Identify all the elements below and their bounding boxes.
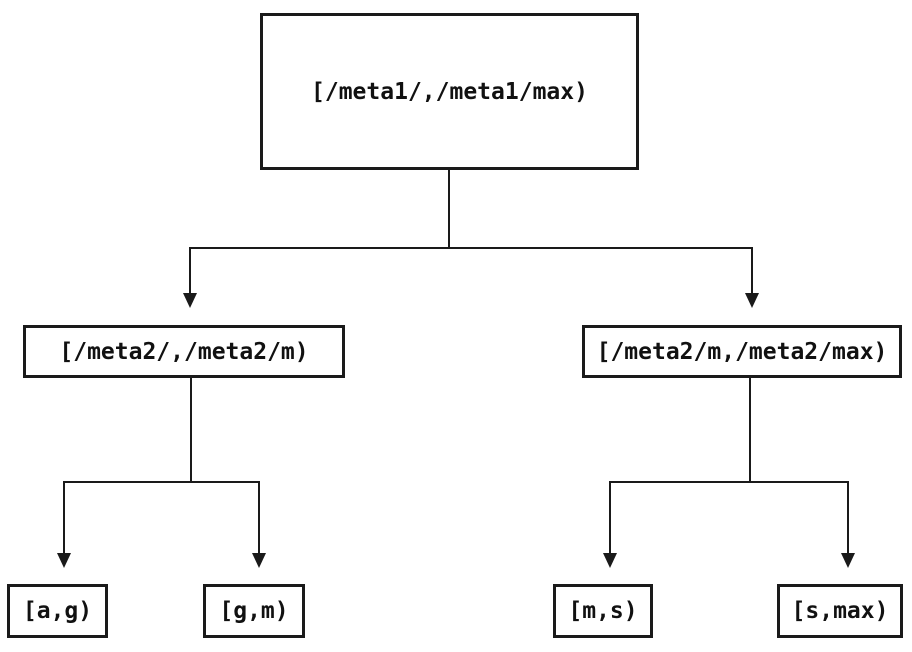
tree-leaf-ag: [a,g) bbox=[7, 584, 108, 638]
tree-leaf-ms: [m,s) bbox=[553, 584, 653, 638]
tree-node-right-label: [/meta2/m,/meta2/max) bbox=[596, 338, 888, 365]
connector-left-to-leaves bbox=[57, 378, 266, 568]
tree-leaf-smax: [s,max) bbox=[777, 584, 903, 638]
tree-node-root: [/meta1/,/meta1/max) bbox=[260, 13, 639, 170]
arrowhead-to-right-node bbox=[745, 293, 759, 308]
tree-node-root-label: [/meta1/,/meta1/max) bbox=[311, 78, 588, 105]
arrowhead-to-left-node bbox=[183, 293, 197, 308]
arrowhead-to-leaf-ms bbox=[603, 553, 617, 568]
tree-node-left-label: [/meta2/,/meta2/m) bbox=[59, 338, 309, 365]
tree-leaf-gm-label: [g,m) bbox=[219, 598, 289, 624]
tree-leaf-smax-label: [s,max) bbox=[791, 598, 889, 624]
connector-right-to-leaves bbox=[603, 378, 855, 568]
tree-node-right: [/meta2/m,/meta2/max) bbox=[582, 325, 902, 378]
tree-leaf-ms-label: [m,s) bbox=[568, 598, 638, 624]
tree-node-left: [/meta2/,/meta2/m) bbox=[23, 325, 345, 378]
arrowhead-to-leaf-smax bbox=[841, 553, 855, 568]
connector-root-to-children bbox=[183, 170, 759, 308]
tree-leaf-ag-label: [a,g) bbox=[22, 598, 93, 624]
arrowhead-to-leaf-ag bbox=[57, 553, 71, 568]
tree-leaf-gm: [g,m) bbox=[203, 584, 305, 638]
arrowhead-to-leaf-gm bbox=[252, 553, 266, 568]
